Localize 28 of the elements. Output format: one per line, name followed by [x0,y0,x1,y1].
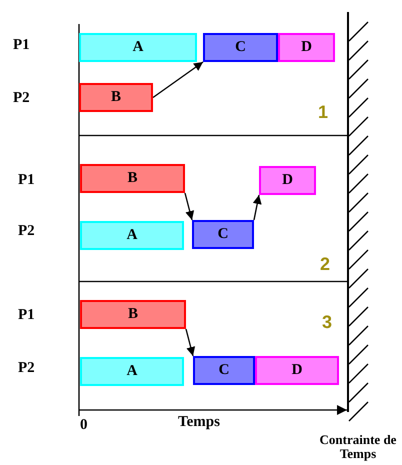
arrow [152,61,204,98]
task-bar: C [203,33,278,62]
axis-origin: 0 [80,418,88,434]
arrow [184,192,194,220]
task-bar: B [80,164,185,193]
task-bar: D [259,166,316,195]
task-bar: C [192,220,254,249]
processor-label: P1 [18,173,35,189]
task-bar: A [79,33,197,62]
processor-label: P2 [18,224,35,240]
processor-label: P2 [18,361,35,377]
task-bar: C [193,356,255,385]
task-bar: A [80,221,184,250]
task-bar: A [80,357,184,386]
task-bar: D [255,356,339,385]
axis-title: Temps [178,415,220,431]
task-bar: B [80,300,186,329]
task-bar: D [278,33,335,62]
scenario-number: 2 [320,255,330,274]
arrow [185,328,196,356]
scenario-number: 3 [322,313,332,332]
processor-label: P2 [13,91,30,107]
deadline-label: Contrainte de Temps [319,433,397,460]
task-bar: B [79,83,153,112]
arrow [252,194,262,220]
processor-label: P1 [13,38,30,54]
scenario-number: 1 [318,103,328,122]
processor-label: P1 [18,308,35,324]
